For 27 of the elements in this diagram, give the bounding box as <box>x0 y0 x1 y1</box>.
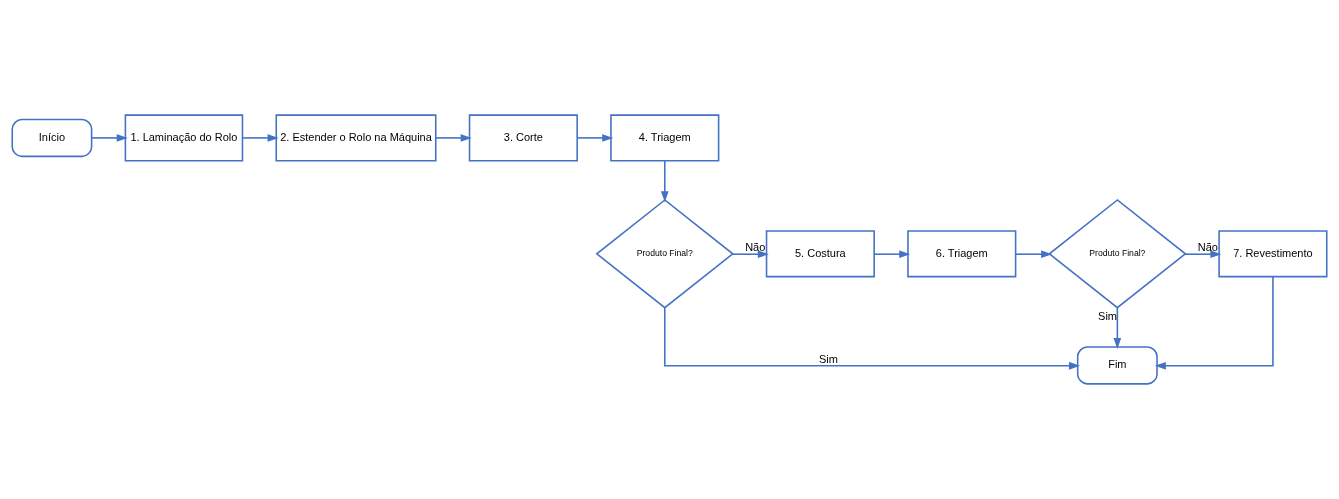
arrow <box>576 134 614 142</box>
node-box: Fim <box>1076 346 1158 385</box>
arrow <box>241 134 279 142</box>
node-diamond: Produto Final? <box>1048 199 1187 309</box>
edge-label: Sim <box>1098 310 1118 323</box>
node-box: 1. Laminação do Rolo <box>124 114 244 162</box>
arrow <box>873 250 911 259</box>
arrow <box>1113 306 1122 350</box>
arrow <box>1014 250 1053 259</box>
arrow <box>1184 250 1222 259</box>
edge-label: Não <box>1197 241 1218 254</box>
node-box: 5. Costura <box>765 230 875 278</box>
arrow <box>664 307 1080 370</box>
node-box: 6. Triagem <box>907 230 1017 278</box>
arrow <box>434 134 472 142</box>
arrow <box>660 160 669 203</box>
node-box: 4. Triagem <box>610 114 720 162</box>
arrow <box>1154 275 1274 370</box>
node-box: 3. Corte <box>468 114 578 162</box>
node-diamond: Produto Final? <box>595 199 734 309</box>
arrow <box>731 250 769 259</box>
arrow <box>91 134 128 142</box>
node-box: 7. Revestimento <box>1218 230 1328 278</box>
edge-label: Não <box>745 241 766 254</box>
node-box: 2. Estender o Rolo na Máquina <box>275 114 437 162</box>
node-box: Início <box>11 118 93 158</box>
edge-label: Sim <box>818 352 838 365</box>
